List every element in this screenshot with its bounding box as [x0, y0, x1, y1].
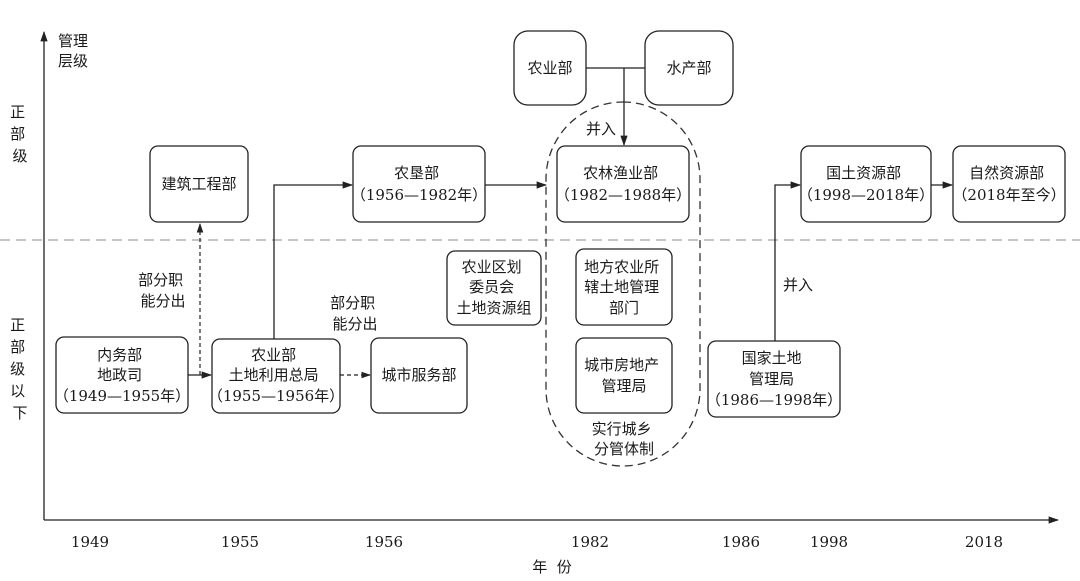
- node-label: 城市服务部: [381, 366, 456, 384]
- y-axis-title: 管理 层级: [58, 32, 93, 70]
- year-label: 1986: [722, 533, 760, 551]
- node-label: 农业区划 委员会 土地资源组: [456, 258, 531, 317]
- node-nongye-tudi: 农业部 土地利用总局 （1955—1956年）: [208, 338, 344, 414]
- node-jianzhu: 建筑工程部: [149, 145, 249, 223]
- arrow-guojia-to-guotu: [774, 181, 802, 341]
- level-label-ministerial: 正 部 级: [10, 103, 30, 165]
- node-label: 内务部 地政司 （1949—1955年）: [54, 346, 190, 405]
- level-label-char: 正: [10, 103, 25, 121]
- node-guotu: 国土资源部 （1998—2018年）: [798, 145, 934, 223]
- level-label-char: 部: [10, 125, 25, 143]
- node-label: 自然资源部 （2018年至今）: [952, 164, 1065, 204]
- node-label: 农业部: [527, 59, 572, 77]
- node-label: 农垦部 （1956—1982年）: [351, 164, 487, 204]
- annotation-merge-2: 并入: [783, 276, 813, 294]
- node-shuichan: 水产部: [644, 30, 734, 106]
- urban-rural-separation-oval: [545, 101, 701, 467]
- x-axis-year-labels: 1949 1955 1956 1982 1986 1998 2018: [71, 533, 1003, 551]
- y-axis-title-line: 管理: [58, 32, 88, 50]
- level-label-char: 级: [12, 147, 27, 165]
- node-nongye-ministry: 农业部: [513, 30, 587, 106]
- node-guojia: 国家土地 管理局 （1986—1998年）: [706, 340, 842, 418]
- node-difang: 地方农业所 辖土地管理 部门: [575, 248, 673, 326]
- x-axis-title: 年 份: [532, 558, 572, 576]
- y-axis-title-line: 层级: [58, 52, 88, 70]
- node-quhua: 农业区划 委员会 土地资源组: [446, 250, 542, 326]
- node-neiwu: 内务部 地政司 （1949—1955年）: [54, 336, 190, 414]
- year-label: 1955: [221, 533, 259, 551]
- node-nongken: 农垦部 （1956—1982年）: [351, 145, 487, 223]
- annotation-partial-functions-2: 部分职 能分出: [330, 294, 380, 333]
- year-label: 1949: [71, 533, 109, 551]
- node-fangdichan: 城市房地产 管理局: [575, 337, 673, 414]
- annotation-partial-functions-1: 部分职 能分出: [138, 271, 188, 310]
- node-label: 农业部 土地利用总局 （1955—1956年）: [208, 346, 344, 405]
- node-label: 地方农业所 辖土地管理 部门: [584, 258, 664, 317]
- year-label: 1998: [810, 533, 848, 551]
- level-label-char: 以: [10, 382, 25, 400]
- level-label-char: 级: [10, 360, 25, 378]
- node-label: 农林渔业部 （1982—1988年）: [555, 164, 691, 204]
- node-label: 国土资源部 （1998—2018年）: [798, 164, 934, 204]
- year-label: 1982: [571, 533, 609, 551]
- node-chengshi-fuwu: 城市服务部: [370, 337, 468, 414]
- node-label: 水产部: [666, 59, 711, 77]
- node-nonglinyu: 农林渔业部 （1982—1988年）: [555, 145, 691, 223]
- level-label-char: 正: [10, 316, 25, 334]
- year-label: 1956: [365, 533, 403, 551]
- year-label: 2018: [965, 533, 1003, 551]
- level-label-char: 部: [10, 338, 25, 356]
- annotation-merge-1: 并入: [586, 120, 616, 138]
- annotation-urban-rural: 实行城乡 分管体制: [592, 420, 657, 458]
- node-label: 城市房地产 管理局: [584, 356, 664, 395]
- node-ziran: 自然资源部 （2018年至今）: [952, 145, 1066, 223]
- node-label: 建筑工程部: [161, 175, 236, 193]
- level-label-below-ministerial: 正 部 级 以 下: [10, 316, 30, 422]
- level-label-char: 下: [12, 404, 27, 422]
- arrow-nongye-tudi-to-nongken: [273, 181, 354, 339]
- node-label: 国家土地 管理局 （1986—1998年）: [706, 349, 842, 409]
